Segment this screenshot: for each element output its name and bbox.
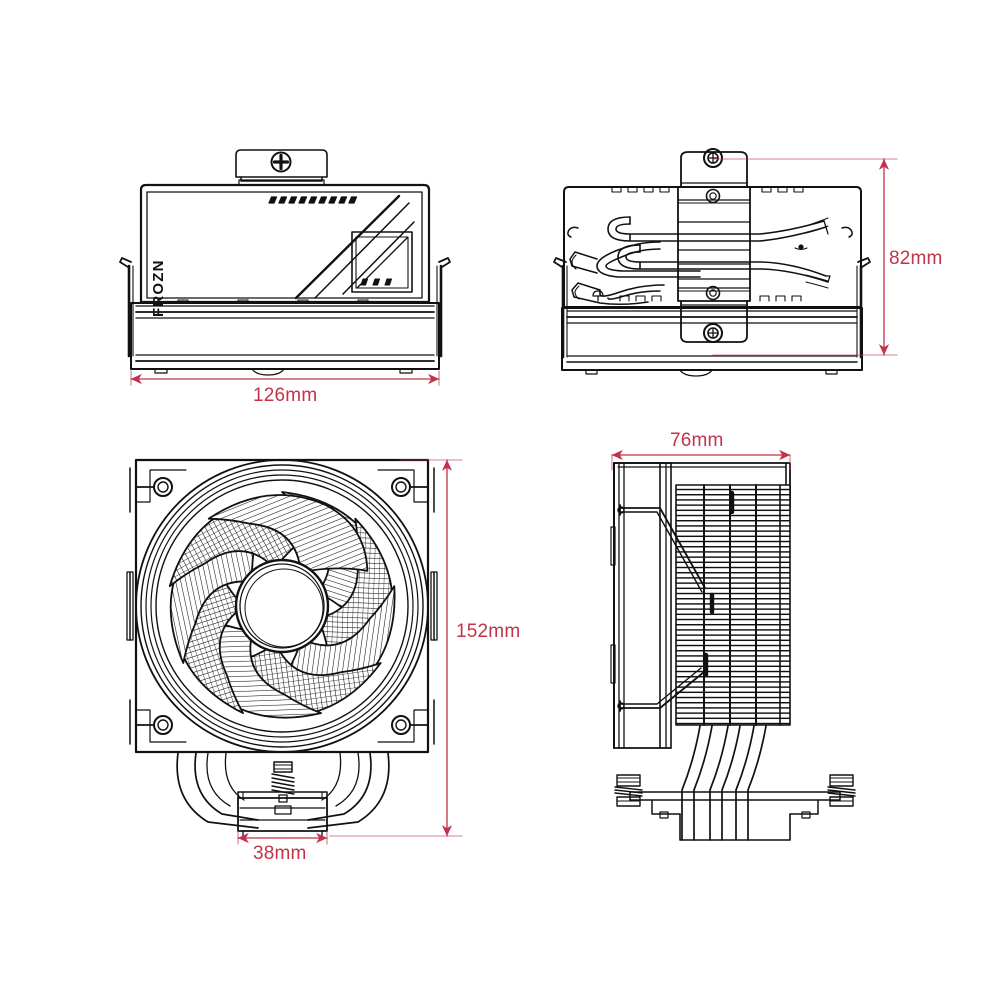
dimension-76mm-geometry	[611, 449, 791, 471]
dimension-38mm-geometry	[237, 830, 328, 845]
heatpipe-legs-side	[681, 725, 767, 841]
retention-hooks-top-view	[567, 226, 853, 238]
fan-front-view	[126, 458, 438, 837]
top-mounting-bracket	[235, 149, 328, 186]
base-cold-plate	[237, 791, 328, 837]
mounting-bar	[629, 791, 841, 841]
spring-screw	[614, 774, 643, 807]
fin-tabs-bottom	[619, 295, 802, 302]
wire-clips	[617, 504, 706, 712]
bracket-screws	[703, 148, 723, 343]
dimension-152mm-geometry	[329, 459, 463, 837]
side-profile-view	[610, 462, 856, 841]
dimension-82mm-label: 82mm	[889, 248, 943, 269]
corner-mount-hole	[135, 715, 173, 735]
side-retention-clips	[119, 257, 451, 358]
dimension-126mm-label: 126mm	[253, 385, 318, 406]
fin-tabs-top	[611, 186, 804, 193]
phillips-screw-icon	[270, 151, 292, 173]
dimension-126mm-geometry	[130, 370, 440, 386]
heatpipes-top	[569, 216, 831, 306]
dimension-76mm-label: 76mm	[670, 430, 724, 451]
fan-hub	[234, 558, 330, 654]
fan-blades	[168, 491, 396, 719]
fin-stack	[675, 484, 791, 726]
spring-screw	[827, 774, 856, 807]
corner-mount-hole	[391, 715, 429, 735]
frame-side-tabs	[126, 467, 438, 745]
accent-panel	[351, 231, 413, 293]
fan-shroud-rings	[135, 459, 429, 753]
spring-screw	[271, 761, 295, 803]
corner-mount-hole	[391, 477, 429, 497]
front-elevation-view	[119, 149, 451, 376]
dimension-82mm-geometry	[712, 158, 898, 356]
fan-housing-front	[130, 299, 440, 376]
top-plan-view	[553, 148, 871, 377]
center-mount-bracket	[677, 151, 751, 343]
vent-slots	[268, 196, 358, 204]
dimension-38mm-label: 38mm	[253, 843, 307, 864]
diagonal-trim	[294, 194, 415, 300]
corner-mount-hole	[135, 477, 173, 497]
side-clips-top-view	[553, 257, 871, 359]
heatpipes-fan-view	[176, 752, 390, 829]
dimension-152mm-label: 152mm	[456, 621, 521, 642]
top-cover-plate	[139, 183, 431, 304]
frozn-brand-logo: FROZN	[150, 259, 167, 317]
